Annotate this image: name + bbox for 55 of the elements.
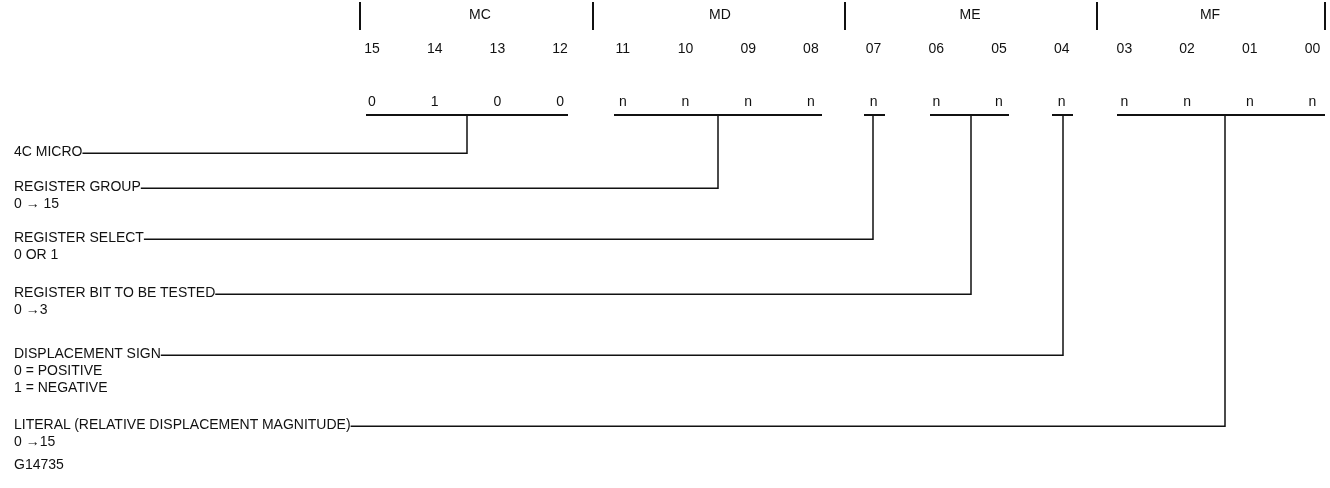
value-range: 0 → 15 <box>14 195 61 212</box>
figure-id: G14735 <box>14 456 64 472</box>
field-description: REGISTER GROUP <box>14 178 141 195</box>
field-description: LITERAL (RELATIVE DISPLACEMENT MAGNITUDE) <box>14 416 351 433</box>
bit-number: 00 <box>1304 40 1321 56</box>
field-description: REGISTER BIT TO BE TESTED <box>14 284 216 301</box>
value-range: 0 OR 1 <box>14 246 60 263</box>
bit-number: 08 <box>803 40 819 56</box>
bit-value: 0 <box>368 93 376 109</box>
bit-number: 14 <box>426 40 443 56</box>
bit-value: n <box>995 93 1003 109</box>
field-description: REGISTER SELECT <box>14 229 144 246</box>
bit-number: 06 <box>928 40 945 56</box>
bit-number: 07 <box>865 40 882 56</box>
field-name: MC <box>469 6 491 22</box>
bit-value: 0 <box>556 93 564 109</box>
field-name: ME <box>959 6 981 22</box>
field-description: 4C MICRO <box>14 143 83 160</box>
bit-value: n <box>869 93 878 109</box>
bit-value: n <box>744 93 753 109</box>
bit-value: n <box>1120 93 1129 109</box>
field-name: MF <box>1199 6 1221 22</box>
bit-value: n <box>681 93 690 109</box>
leader-line <box>349 115 1226 427</box>
bit-number: 13 <box>489 40 506 56</box>
bit-number: 01 <box>1242 40 1258 56</box>
bit-value: n <box>1183 93 1191 109</box>
bit-number: 04 <box>1053 40 1070 56</box>
bit-value: n <box>1308 93 1317 109</box>
field-description: DISPLACEMENT SIGN <box>14 345 161 362</box>
bit-value: n <box>1057 93 1066 109</box>
value-range: 1 = NEGATIVE <box>14 379 109 396</box>
leader-line <box>160 115 1064 356</box>
value-range: 0 →3 <box>14 301 49 318</box>
bit-number: 12 <box>552 40 568 56</box>
bit-number: 05 <box>991 40 1007 56</box>
leader-line <box>214 115 972 295</box>
bit-number: 11 <box>615 40 631 56</box>
bit-value: 0 <box>493 93 502 109</box>
leader-line <box>143 115 874 240</box>
bit-number: 10 <box>677 40 694 56</box>
field-name: MD <box>709 6 731 22</box>
bit-number: 15 <box>364 40 380 56</box>
value-range: 0 = POSITIVE <box>14 362 104 379</box>
bit-value: n <box>1245 93 1254 109</box>
leader-line <box>81 115 468 154</box>
bit-number: 09 <box>740 40 756 56</box>
bit-value: n <box>932 93 941 109</box>
value-range: 0 →15 <box>14 433 57 450</box>
leader-line <box>140 115 719 189</box>
bit-number: 03 <box>1116 40 1133 56</box>
bit-value: n <box>807 93 815 109</box>
bit-number: 02 <box>1179 40 1195 56</box>
bit-value: 1 <box>430 93 439 109</box>
bit-value: n <box>618 93 627 109</box>
